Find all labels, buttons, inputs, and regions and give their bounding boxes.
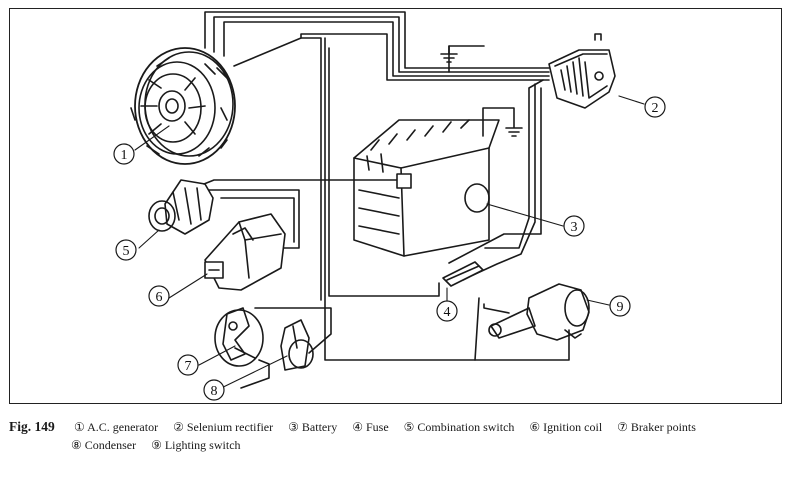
svg-text:5: 5 bbox=[123, 244, 130, 259]
callout-2: 2 bbox=[644, 96, 666, 118]
caption-item-ignition-coil: ⑥ Ignition coil bbox=[529, 420, 603, 434]
battery-drawing bbox=[353, 119, 500, 257]
caption-item-ac-generator: ① A.C. generator bbox=[74, 420, 159, 434]
callout-4: 4 bbox=[436, 300, 458, 322]
svg-text:6: 6 bbox=[156, 290, 163, 305]
figure-label: Fig. 149 bbox=[9, 419, 55, 434]
caption-item-fuse: ④ Fuse bbox=[352, 420, 389, 434]
ground-symbol-battery bbox=[482, 107, 523, 137]
braker-points-drawing bbox=[214, 307, 264, 367]
svg-text:4: 4 bbox=[444, 305, 451, 320]
svg-text:9: 9 bbox=[617, 300, 624, 315]
figure-caption: Fig. 149 ① A.C. generator ② Selenium rec… bbox=[9, 418, 789, 454]
leader-lines bbox=[134, 95, 645, 394]
callout-7: 7 bbox=[177, 354, 199, 376]
callout-6: 6 bbox=[148, 285, 170, 307]
caption-line-1: Fig. 149 ① A.C. generator ② Selenium rec… bbox=[9, 418, 789, 436]
caption-item-battery: ③ Battery bbox=[288, 420, 338, 434]
caption-item-lighting-switch: ⑨ Lighting switch bbox=[151, 438, 241, 452]
callout-8: 8 bbox=[203, 379, 225, 401]
diagram-frame bbox=[9, 8, 782, 404]
caption-item-combination-switch: ⑤ Combination switch bbox=[403, 420, 515, 434]
svg-text:8: 8 bbox=[211, 384, 218, 399]
condenser-drawing bbox=[280, 319, 314, 371]
caption-line-2: ⑧ Condenser ⑨ Lighting switch bbox=[9, 436, 789, 454]
fuse-drawing bbox=[442, 261, 484, 287]
ignition-coil-drawing bbox=[204, 213, 286, 291]
wiring-harness bbox=[203, 11, 570, 389]
svg-text:7: 7 bbox=[185, 359, 192, 374]
callout-1: 1 bbox=[113, 143, 135, 165]
ac-generator-drawing bbox=[130, 47, 236, 165]
selenium-rectifier-drawing bbox=[548, 33, 616, 109]
combination-switch-drawing bbox=[148, 179, 214, 235]
svg-text:2: 2 bbox=[652, 101, 659, 116]
callout-9: 9 bbox=[609, 295, 631, 317]
lighting-switch-drawing bbox=[488, 283, 590, 341]
caption-item-condenser: ⑧ Condenser bbox=[71, 438, 137, 452]
wiring-diagram: 1 2 3 4 5 6 7 8 9 bbox=[113, 11, 666, 401]
caption-item-braker-points: ⑦ Braker points bbox=[617, 420, 696, 434]
caption-item-selenium-rectifier: ② Selenium rectifier bbox=[173, 420, 274, 434]
callout-3: 3 bbox=[563, 215, 585, 237]
callout-5: 5 bbox=[115, 239, 137, 261]
ground-symbol-top bbox=[440, 45, 458, 63]
svg-text:1: 1 bbox=[121, 148, 128, 163]
svg-text:3: 3 bbox=[571, 220, 578, 235]
